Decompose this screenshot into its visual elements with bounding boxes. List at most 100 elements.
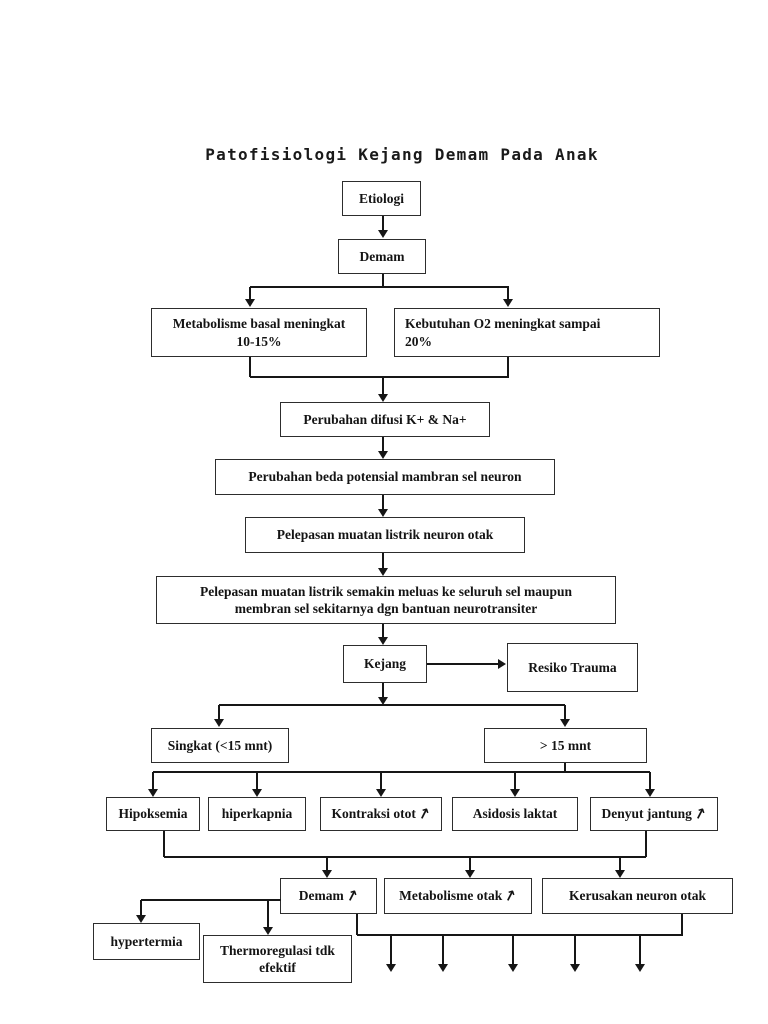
node-kerusakan-neuron: Kerusakan neuron otak: [542, 878, 733, 914]
connector-line: [619, 857, 621, 871]
arrow-down-icon: [386, 964, 396, 972]
node-label: Perubahan difusi K+ & Na+: [303, 411, 467, 427]
node-singkat-15mnt: Singkat (<15 mnt): [151, 728, 289, 763]
node-denyut-jantung: Denyut jantung ↗: [590, 797, 718, 831]
arrow-down-icon: [378, 637, 388, 645]
node-label: Kejang: [364, 656, 406, 672]
connector-line: [564, 705, 566, 719]
connector-line: [152, 772, 154, 790]
node-label: Kerusakan neuron otak: [568, 888, 707, 904]
connector-line: [427, 663, 499, 665]
arrow-down-icon: [378, 509, 388, 517]
connector-line: [153, 771, 650, 773]
arrow-down-icon: [635, 964, 645, 972]
connector-line: [382, 624, 384, 638]
node-label: Hipoksemia: [118, 806, 188, 822]
arrow-right-icon: [498, 659, 506, 669]
node-perubahan-potensial: Perubahan beda potensial mambran sel neu…: [215, 459, 555, 495]
increase-arrow-icon: ↗: [343, 885, 361, 907]
connector-line: [163, 831, 165, 857]
connector-line: [249, 287, 251, 299]
connector-line: [356, 914, 358, 935]
node-etiologi: Etiologi: [342, 181, 421, 216]
node-label: Perubahan beda potensial mambran sel neu…: [248, 469, 522, 485]
arrow-down-icon: [378, 697, 388, 705]
connector-line: [164, 856, 646, 858]
connector-line: [141, 899, 281, 901]
node-asidosis-laktat: Asidosis laktat: [452, 797, 578, 831]
node-label: hiperkapnia: [221, 806, 293, 822]
node-text: Kebutuhan O2 meningkat sampai 20%: [399, 315, 655, 350]
arrow-down-icon: [645, 789, 655, 797]
connector-line: [326, 857, 328, 871]
arrow-down-icon: [263, 927, 273, 935]
arrow-down-icon: [148, 789, 158, 797]
arrow-down-icon: [378, 451, 388, 459]
connector-line: [382, 553, 384, 569]
node-label-line1: Metabolisme basal meningkat: [172, 316, 346, 332]
node-perubahan-difusi: Perubahan difusi K+ & Na+: [280, 402, 490, 437]
node-label-line1: Pelepasan muatan listrik semakin meluas …: [199, 583, 573, 599]
arrow-down-icon: [245, 299, 255, 307]
connector-line: [382, 274, 384, 287]
connector-line: [681, 914, 683, 935]
connector-line: [219, 704, 565, 706]
node-label: Resiko Trauma: [528, 659, 617, 675]
arrow-down-icon: [136, 915, 146, 923]
node-kebutuhan-o2: Kebutuhan O2 meningkat sampai 20%: [394, 308, 660, 357]
node-label: Kontraksi otot: [331, 806, 416, 822]
connector-line: [645, 831, 647, 857]
connector-line: [469, 857, 471, 871]
node-label-line2: 20%: [405, 333, 432, 349]
node-lebih-15mnt: > 15 mnt: [484, 728, 647, 763]
node-label: Demam: [298, 888, 344, 904]
connector-line: [442, 935, 444, 964]
node-label: Denyut jantung: [601, 806, 692, 822]
connector-line: [382, 216, 384, 231]
connector-line: [564, 763, 566, 772]
node-label: Singkat (<15 mnt): [167, 737, 273, 753]
node-demam: Demam: [338, 239, 426, 274]
arrow-down-icon: [560, 719, 570, 727]
node-kontraksi-otot: Kontraksi otot ↗: [320, 797, 442, 831]
node-resiko-trauma: Resiko Trauma: [507, 643, 638, 692]
node-label-line1: Thermoregulasi tdk: [220, 942, 335, 958]
node-metabolisme-otak: Metabolisme otak ↗: [384, 878, 532, 914]
arrow-down-icon: [510, 789, 520, 797]
node-label: Asidosis laktat: [472, 806, 558, 822]
connector-line: [218, 705, 220, 719]
node-metabolisme-basal: Metabolisme basal meningkat 10-15%: [151, 308, 367, 357]
arrow-down-icon: [438, 964, 448, 972]
connector-line: [507, 287, 509, 299]
node-label: Pelepasan muatan listrik neuron otak: [276, 527, 494, 543]
connector-line: [574, 935, 576, 964]
connector-line: [382, 683, 384, 697]
node-hypertermia: hypertermia: [93, 923, 200, 960]
node-demam-meningkat: Demam ↗: [280, 878, 377, 914]
connector-line: [357, 934, 683, 936]
arrow-down-icon: [615, 870, 625, 878]
connector-line: [382, 377, 384, 394]
node-pelepasan-listrik: Pelepasan muatan listrik neuron otak: [245, 517, 525, 553]
node-label: > 15 mnt: [539, 737, 592, 753]
arrow-down-icon: [322, 870, 332, 878]
arrow-down-icon: [376, 789, 386, 797]
arrow-down-icon: [252, 789, 262, 797]
connector-line: [382, 437, 384, 452]
connector-line: [250, 376, 509, 378]
node-label-line2: efektif: [259, 960, 296, 975]
node-text: Thermoregulasi tdk efektif: [208, 942, 347, 977]
arrow-down-icon: [570, 964, 580, 972]
node-pelepasan-meluas: Pelepasan muatan listrik semakin meluas …: [156, 576, 616, 624]
node-label: Metabolisme otak: [399, 888, 503, 904]
connector-line: [512, 935, 514, 964]
connector-line: [267, 900, 269, 928]
node-hipoksemia: Hipoksemia: [106, 797, 200, 831]
connector-line: [390, 935, 392, 964]
arrow-down-icon: [378, 394, 388, 402]
connector-line: [639, 935, 641, 964]
node-label: Demam: [359, 248, 405, 264]
arrow-down-icon: [214, 719, 224, 727]
diagram-title: Patofisiologi Kejang Demam Pada Anak: [205, 145, 599, 164]
